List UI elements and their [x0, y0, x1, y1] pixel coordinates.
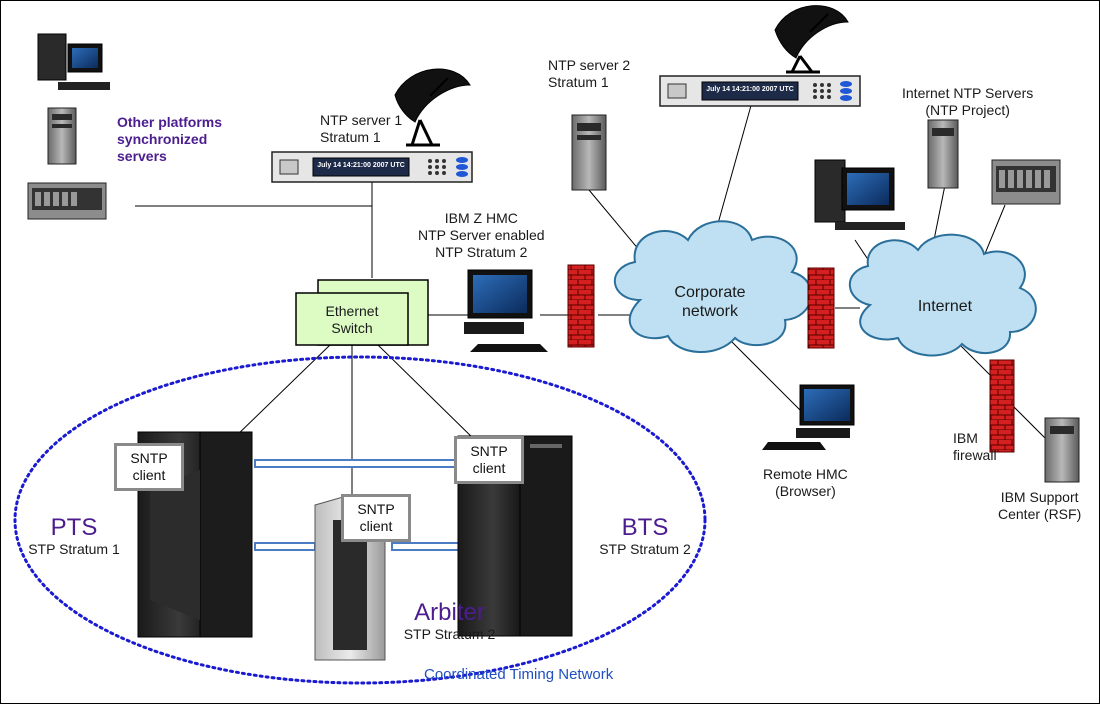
internet-ntp-line1: Internet NTP Servers — [902, 85, 1034, 101]
hmc-line2: NTP Server enabled — [418, 227, 545, 243]
corporate-cloud — [614, 220, 813, 353]
firewall-hmc — [567, 264, 595, 348]
stp-link-pts-bts — [254, 459, 461, 468]
ibm-firewall-line1: IBM — [953, 430, 978, 446]
remote-hmc-line1: Remote HMC — [763, 466, 848, 482]
pts-sub: STP Stratum 1 — [28, 541, 120, 557]
ctn-label: Coordinated Timing Network — [424, 666, 614, 683]
link-ibmfw-support — [1011, 404, 1048, 441]
desktop-computer-icon — [814, 159, 905, 230]
ntp-server1-display: July 14 14:21:00 2007 UTC — [317, 162, 405, 169]
sntp-client-line1: SNTP — [470, 443, 508, 459]
internet-ntp-label: Internet NTP Servers (NTP Project) — [902, 85, 1033, 119]
other-platforms-line1: Other platforms — [117, 114, 223, 130]
ctn-boundary — [13, 355, 707, 685]
sntp-client-pts: SNTP client — [114, 443, 184, 491]
support-center-line2: Center (RSF) — [998, 506, 1082, 522]
support-center-server-icon — [1044, 417, 1080, 483]
arbiter-label: Arbiter STP Stratum 2 — [392, 600, 507, 643]
sntp-client-bts: SNTP client — [454, 436, 524, 484]
firewall-internet — [807, 267, 835, 349]
remote-hmc-label: Remote HMC (Browser) — [763, 466, 848, 500]
bts-title: BTS — [621, 514, 669, 541]
other-platforms-label: Other platforms synchronized servers — [117, 114, 222, 165]
link-switch-pts — [231, 344, 331, 441]
ibm-firewall-line2: firewall — [953, 447, 997, 463]
sntp-client-line2: client — [132, 467, 166, 483]
ibm-firewall-label: IBM firewall — [953, 430, 997, 464]
ntp-server2-name: NTP server 2 — [548, 57, 631, 73]
ntp-server1-stratum: Stratum 1 — [320, 129, 381, 145]
support-center-label: IBM Support Center (RSF) — [998, 489, 1081, 523]
tower-server-icon — [571, 114, 607, 191]
sntp-client-line1: SNTP — [130, 450, 168, 466]
internet-ntp-line2: (NTP Project) — [925, 102, 1010, 118]
other-platforms-line2: synchronized — [117, 131, 208, 147]
switch-front — [295, 292, 409, 346]
sntp-client-line2: client — [359, 518, 393, 534]
ntp-server2-appliance — [659, 75, 861, 107]
satellite-dish-icon — [774, 5, 849, 74]
stp-link-pts-arbiter — [254, 542, 316, 551]
ntp-server1-name: NTP server 1 — [320, 112, 403, 128]
corporate-line2: network — [681, 303, 739, 320]
ethernet-switch-label: Ethernet Switch — [296, 303, 408, 337]
hmc-label: IBM Z HMC NTP Server enabled NTP Stratum… — [418, 210, 545, 261]
firewall-ibm — [989, 359, 1015, 453]
sntp-client-line1: SNTP — [357, 501, 395, 517]
remote-hmc-workstation-icon — [762, 384, 855, 450]
pts-title: PTS — [50, 514, 98, 541]
pts-label: PTS STP Stratum 1 — [14, 515, 134, 558]
sntp-client-line2: client — [472, 460, 506, 476]
ntp-server2-display: July 14 14:21:00 2007 UTC — [706, 86, 794, 93]
other-platforms-line3: servers — [117, 148, 167, 164]
corporate-line1: Corporate — [674, 284, 746, 301]
ntp-server2-stratum: Stratum 1 — [548, 74, 609, 90]
tower-server-icon — [47, 107, 77, 165]
arbiter-sub: STP Stratum 2 — [403, 626, 496, 642]
ntp-server1-label: NTP server 1 Stratum 1 — [320, 112, 402, 146]
satellite-dish-icon — [394, 68, 471, 147]
ntp-server2-label: NTP server 2 Stratum 1 — [548, 57, 630, 91]
link-switch-bts — [377, 344, 481, 446]
switch-line2: Switch — [331, 320, 373, 336]
bts-sub: STP Stratum 2 — [599, 541, 691, 557]
rack-server-icon — [27, 182, 107, 220]
switch-line1: Ethernet — [325, 303, 379, 319]
sntp-client-arbiter: SNTP client — [341, 494, 411, 542]
stp-link-arbiter-bts — [391, 542, 463, 551]
internet-label: Internet — [917, 298, 973, 315]
link-corp-remote-hmc — [729, 339, 801, 411]
rack-server-icon — [991, 159, 1061, 205]
hmc-line1: IBM Z HMC — [444, 210, 518, 226]
bts-label: BTS STP Stratum 2 — [580, 515, 710, 558]
tower-server-icon — [927, 119, 959, 189]
support-center-line1: IBM Support — [1000, 489, 1079, 505]
hmc-workstation-icon — [464, 269, 548, 352]
arbiter-title: Arbiter — [414, 599, 485, 626]
ntp-server1-appliance — [271, 151, 473, 183]
internet-cloud — [848, 233, 1037, 357]
remote-hmc-line2: (Browser) — [775, 483, 836, 499]
corporate-network-label: Corporate network — [640, 283, 780, 321]
hmc-line3: NTP Stratum 2 — [435, 244, 528, 260]
desktop-computer-icon — [37, 33, 110, 90]
